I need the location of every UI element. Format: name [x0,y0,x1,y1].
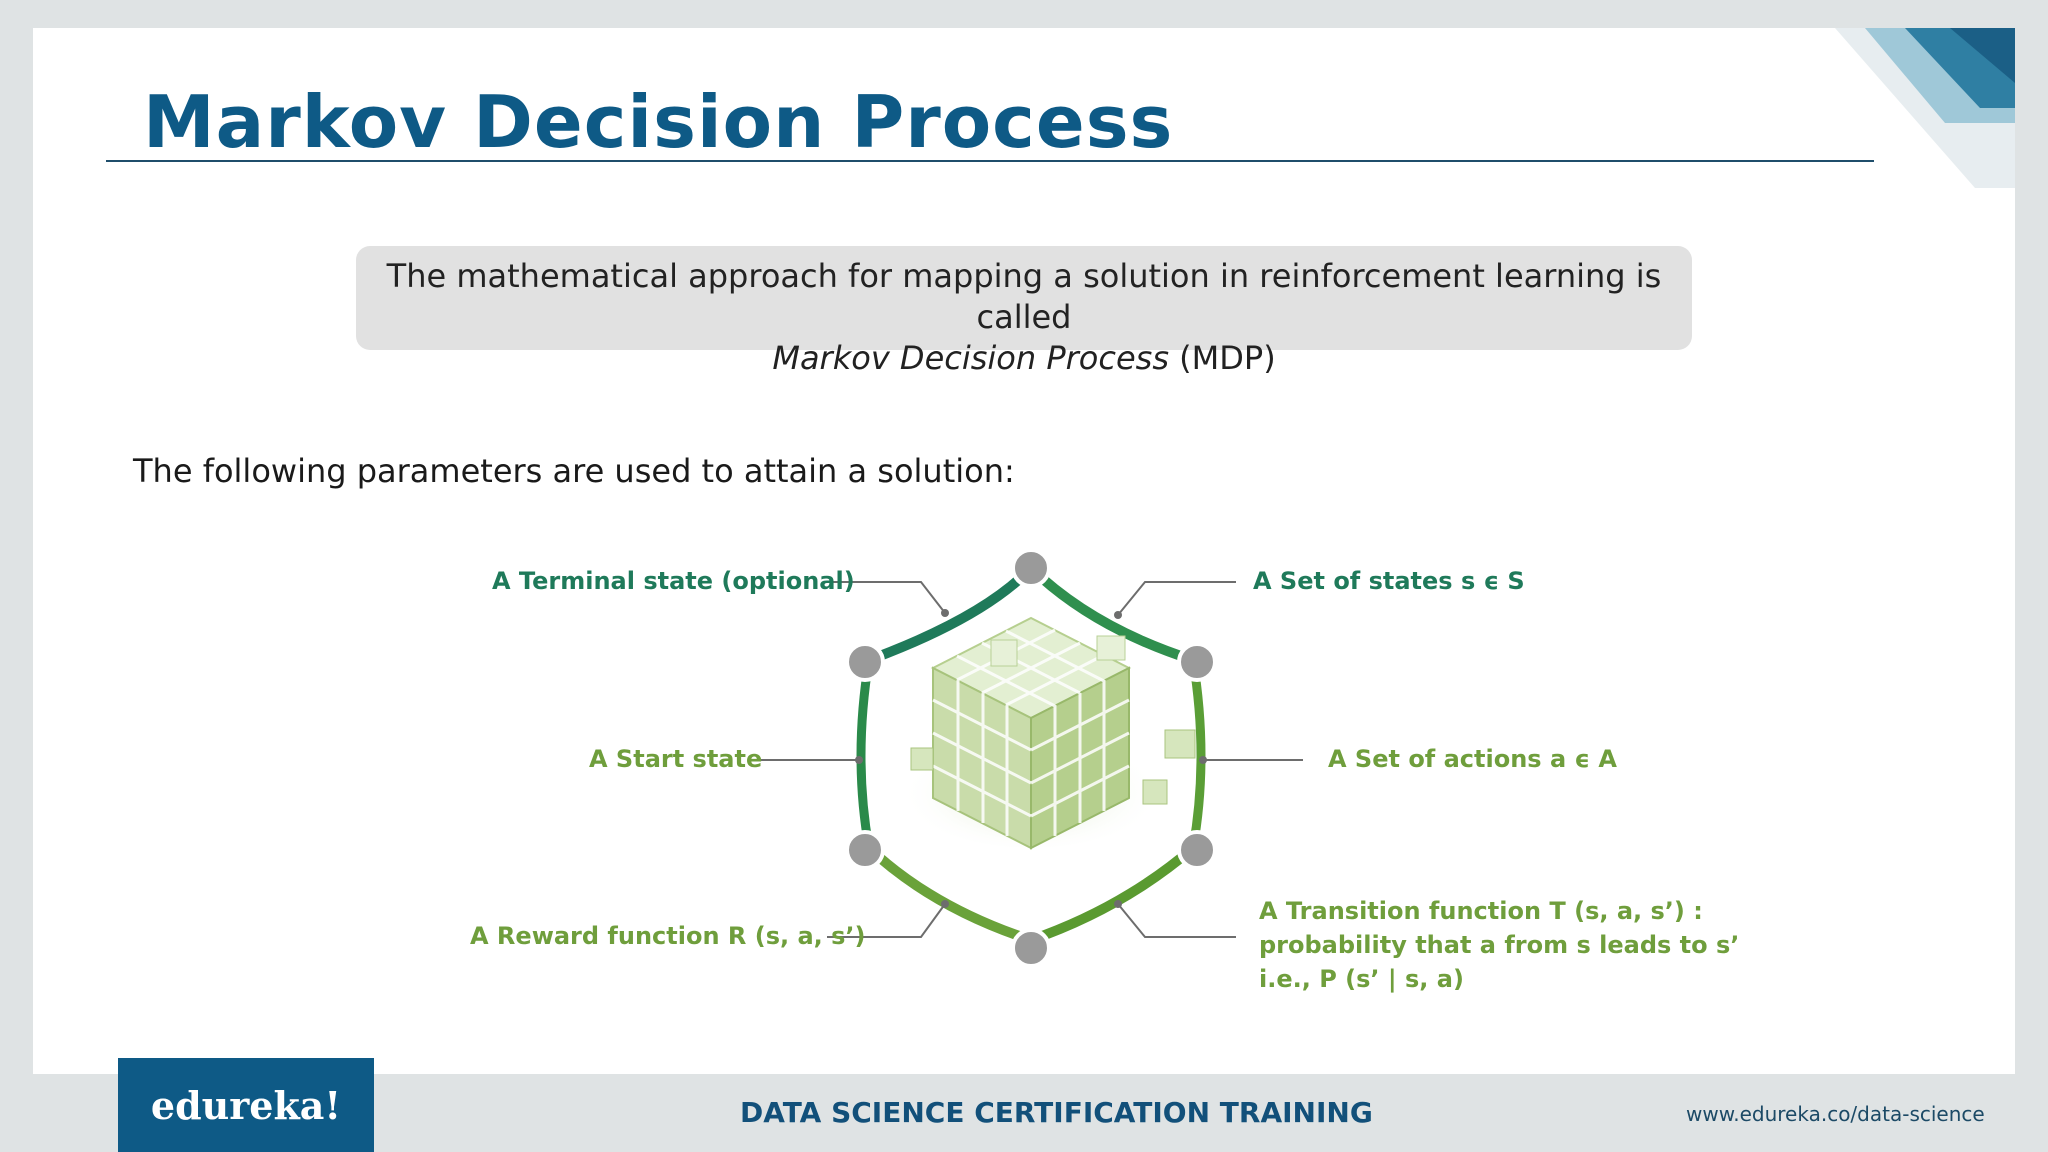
title-divider [106,160,1874,162]
footer-url: www.edureka.co/data-science [1686,1102,1985,1126]
callout-term: Markov Decision Process [772,339,1169,377]
node-bottom [1011,928,1051,968]
transition-line-2: probability that a from s leads to s’ [1259,931,1740,959]
slide: Markov Decision Process The mathematical… [33,28,2015,1074]
label-transition-function: A Transition function T (s, a, s’) : pro… [1259,894,1739,996]
callout-abbreviation: (MDP) [1168,339,1276,377]
callout-line-2: Markov Decision Process (MDP) [356,338,1692,379]
transition-line-1: A Transition function T (s, a, s’) : [1259,897,1703,925]
label-set-of-states: A Set of states s ϵ S [1253,567,1525,595]
hexagon-nodes [845,548,1217,968]
node-upper-left [845,642,885,682]
label-reward-function: A Reward function R (s, a, s’) [470,922,866,950]
corner-decoration [1835,28,2015,188]
node-lower-left [845,830,885,870]
label-start-state: A Start state [589,745,763,773]
connector-lines [758,581,1303,938]
page-title: Markov Decision Process [143,80,1174,164]
label-terminal-state: A Terminal state (optional) [492,567,855,595]
definition-callout: The mathematical approach for mapping a … [356,246,1692,377]
transition-line-3: i.e., P (s’ | s, a) [1259,965,1464,993]
callout-line-1: The mathematical approach for mapping a … [386,257,1662,336]
course-title: DATA SCIENCE CERTIFICATION TRAINING [740,1096,1373,1129]
label-set-of-actions: A Set of actions a ϵ A [1328,745,1617,773]
node-lower-right [1177,830,1217,870]
mdp-hexagon-diagram [758,548,1303,968]
intro-text: The following parameters are used to att… [133,452,1015,490]
node-top [1011,548,1051,588]
connector-dots [855,609,1207,908]
edureka-logo: edureka! [118,1058,374,1152]
node-upper-right [1177,642,1217,682]
cube-illustration [901,616,1196,850]
